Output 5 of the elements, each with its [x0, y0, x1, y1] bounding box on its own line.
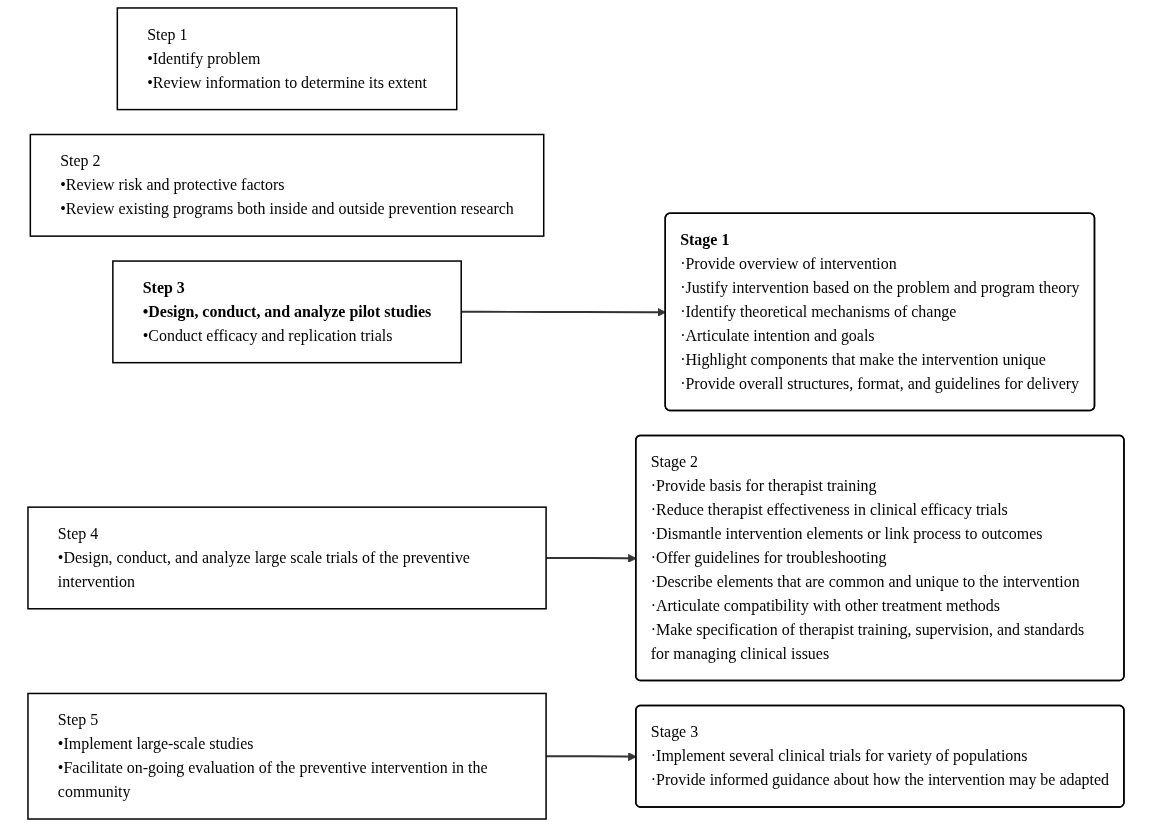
node-box: Step 4 •Design, conduct, and analyze large scale trials of the preventive intervention — [27, 506, 547, 610]
node-box: Step 5 •Implement large-scale studies •Facilitate on-going evaluation of the preventive intervention in the community — [27, 692, 547, 820]
node-box: Step 3 •Design, conduct, and analyze pilot studies •Conduct efficacy and replication trials — [112, 260, 462, 364]
node-box: Step 2 •Review risk and protective factors •Review existing programs both inside and outside prevention research — [29, 133, 545, 237]
node-box: Step 1 •Identify problem •Review information to determine its extent — [116, 7, 458, 111]
